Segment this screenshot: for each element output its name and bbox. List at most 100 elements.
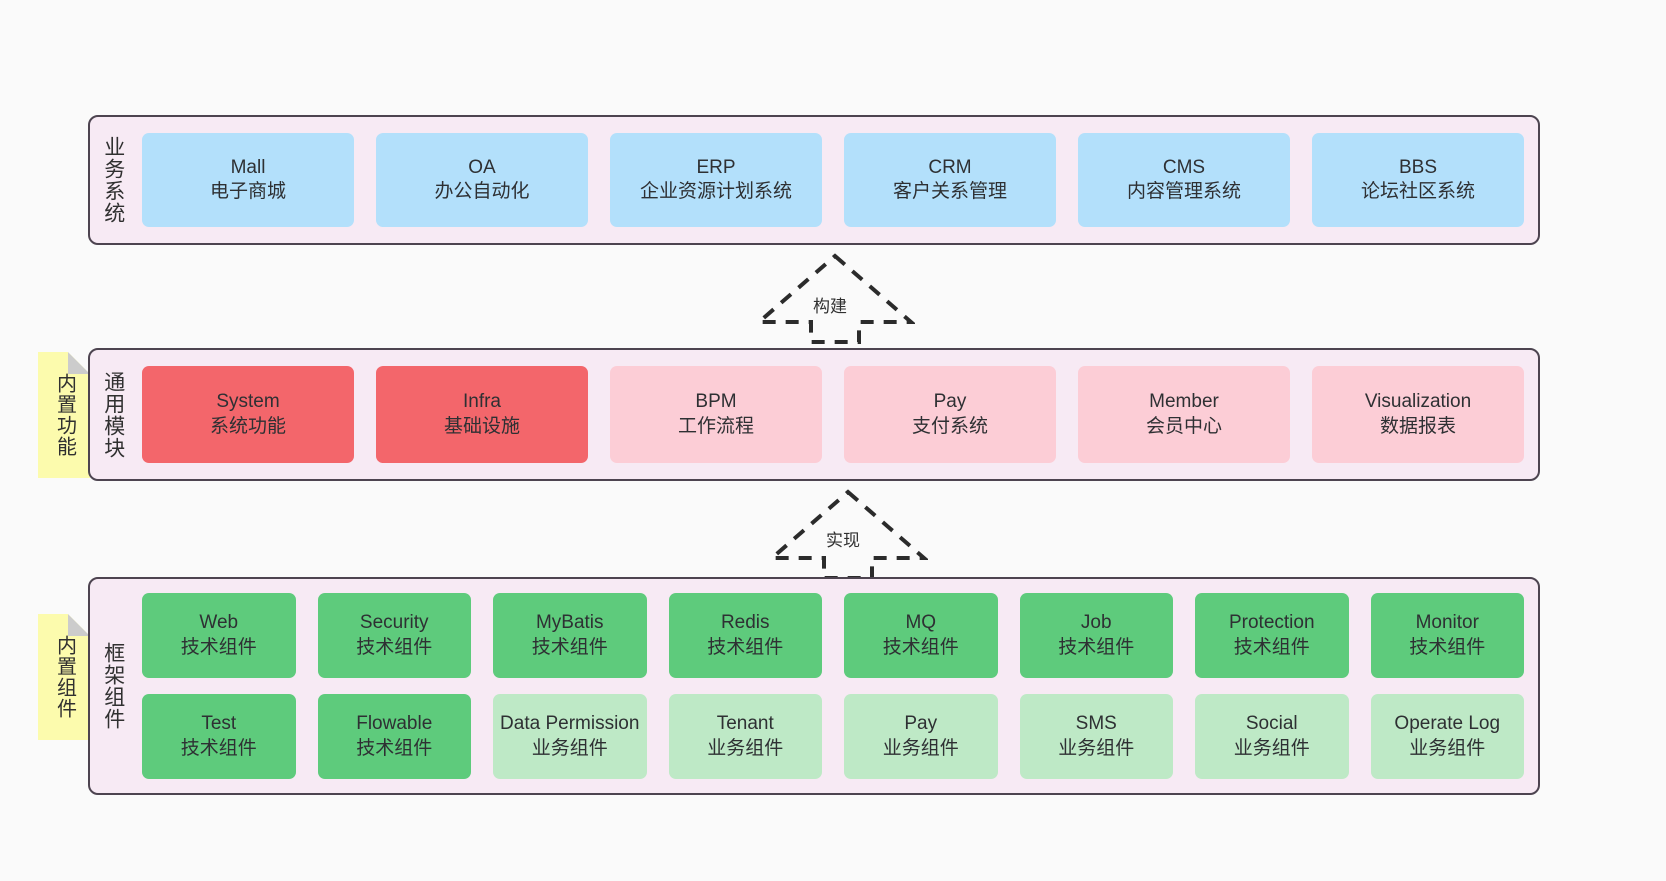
node-system-name: System [216,391,280,413]
node-crm-sub: 客户关系管理 [892,181,1007,202]
node-web-sub: 技术组件 [180,636,257,658]
node-cms-name: CMS [1162,156,1206,178]
connector-build-label: 构建 [813,297,847,316]
layer-business-system: 业务系统 Mall 电子商城 OA 办公自动化 ERP 企业资源计划系统 CRM [88,115,1540,245]
node-bbs[interactable]: BBS 论坛社区系统 [1312,133,1524,227]
node-mybatis[interactable]: MyBatis 技术组件 [493,593,647,678]
node-visualization[interactable]: Visualization 数据报表 [1312,366,1524,463]
node-oa-name: OA [468,156,496,178]
layer-common-module-title: 通用模块 [101,370,125,459]
node-cms-sub: 内容管理系统 [1126,181,1241,202]
node-visualization-name: Visualization [1364,391,1472,413]
node-test-name: Test [201,713,237,735]
note-fold-icon [68,614,90,636]
node-system-sub: 系统功能 [209,415,286,437]
node-test[interactable]: Test 技术组件 [142,694,296,779]
node-redis[interactable]: Redis 技术组件 [668,593,822,678]
layer-common-module-body: System 系统功能 Infra 基础设施 BPM 工作流程 Pay 支付系统… [136,350,1538,479]
common-node-row: System 系统功能 Infra 基础设施 BPM 工作流程 Pay 支付系统… [142,366,1524,463]
node-data-permission[interactable]: Data Permission 业务组件 [493,694,647,779]
node-job[interactable]: Job 技术组件 [1019,593,1173,678]
layer-business-system-body: Mall 电子商城 OA 办公自动化 ERP 企业资源计划系统 CRM 客户关系… [136,117,1538,243]
node-infra[interactable]: Infra 基础设施 [376,366,588,463]
node-tenant[interactable]: Tenant 业务组件 [668,694,822,779]
node-erp[interactable]: ERP 企业资源计划系统 [610,133,822,227]
node-monitor-sub: 技术组件 [1409,636,1486,658]
node-erp-name: ERP [696,156,736,178]
node-pay-module-sub: 支付系统 [911,415,988,437]
node-flowable-sub: 技术组件 [356,737,433,759]
node-operate-log[interactable]: Operate Log 业务组件 [1370,694,1524,779]
note-builtin-component-label: 内置组件 [53,635,76,719]
node-protection[interactable]: Protection 技术组件 [1195,593,1349,678]
node-mq-sub: 技术组件 [882,636,959,658]
node-crm[interactable]: CRM 客户关系管理 [844,133,1056,227]
node-system[interactable]: System 系统功能 [142,366,354,463]
node-mybatis-name: MyBatis [535,612,604,634]
node-security-sub: 技术组件 [356,636,433,658]
node-mall-name: Mall [230,156,266,178]
node-data-permission-name: Data Permission [500,713,640,735]
business-node-row: Mall 电子商城 OA 办公自动化 ERP 企业资源计划系统 CRM 客户关系… [142,133,1524,227]
node-protection-sub: 技术组件 [1233,636,1310,658]
node-erp-sub: 企业资源计划系统 [639,181,792,202]
node-bbs-name: BBS [1398,156,1438,178]
node-mall[interactable]: Mall 电子商城 [142,133,354,227]
note-builtin-function: 内置功能 [38,352,90,478]
node-social-name: Social [1245,713,1298,735]
node-member-name: Member [1149,391,1219,413]
node-job-name: Job [1080,612,1112,634]
node-test-sub: 技术组件 [180,737,257,759]
node-pay-module[interactable]: Pay 支付系统 [844,366,1056,463]
node-data-permission-sub: 业务组件 [531,737,608,759]
note-builtin-component: 内置组件 [38,614,90,740]
node-mq-name: MQ [905,612,937,634]
layer-framework-component-title: 框架组件 [101,642,125,730]
node-cms[interactable]: CMS 内容管理系统 [1078,133,1290,227]
node-pay-component[interactable]: Pay 业务组件 [844,694,998,779]
node-redis-sub: 技术组件 [707,636,784,658]
node-visualization-sub: 数据报表 [1379,415,1456,437]
node-pay-component-name: Pay [904,713,938,735]
node-pay-module-name: Pay [933,391,967,413]
node-web[interactable]: Web 技术组件 [142,593,296,678]
node-mq[interactable]: MQ 技术组件 [844,593,998,678]
node-member[interactable]: Member 会员中心 [1078,366,1290,463]
node-security[interactable]: Security 技术组件 [317,593,471,678]
node-oa[interactable]: OA 办公自动化 [376,133,588,227]
node-flowable-name: Flowable [356,713,433,735]
node-monitor[interactable]: Monitor 技术组件 [1370,593,1524,678]
node-monitor-name: Monitor [1415,612,1479,634]
node-bpm-sub: 工作流程 [677,415,754,437]
connector-implement-label: 实现 [826,531,860,550]
node-tenant-sub: 业务组件 [707,737,784,759]
node-security-name: Security [359,612,429,634]
node-bpm[interactable]: BPM 工作流程 [610,366,822,463]
node-infra-sub: 基础设施 [443,415,520,437]
node-pay-component-sub: 业务组件 [882,737,959,759]
node-bbs-sub: 论坛社区系统 [1360,181,1475,202]
node-crm-name: CRM [928,156,972,178]
node-social-sub: 业务组件 [1233,737,1310,759]
node-redis-name: Redis [720,612,770,634]
node-sms-name: SMS [1075,713,1117,735]
node-flowable[interactable]: Flowable 技术组件 [317,694,471,779]
node-tenant-name: Tenant [716,713,774,735]
node-mybatis-sub: 技术组件 [531,636,608,658]
framework-tech-row: Web 技术组件 Security 技术组件 MyBatis 技术组件 Redi… [142,593,1524,678]
layer-framework-component-body: Web 技术组件 Security 技术组件 MyBatis 技术组件 Redi… [136,579,1538,793]
node-social[interactable]: Social 业务组件 [1195,694,1349,779]
node-job-sub: 技术组件 [1058,636,1135,658]
node-sms[interactable]: SMS 业务组件 [1019,694,1173,779]
node-mall-sub: 电子商城 [209,181,286,202]
layer-common-module: 通用模块 System 系统功能 Infra 基础设施 BPM 工作流程 Pay [88,348,1540,481]
note-builtin-function-label: 内置功能 [53,373,76,457]
node-infra-name: Infra [462,391,502,413]
node-oa-sub: 办公自动化 [434,181,530,202]
node-sms-sub: 业务组件 [1058,737,1135,759]
node-operate-log-sub: 业务组件 [1409,737,1486,759]
node-protection-name: Protection [1228,612,1315,634]
note-fold-icon [68,352,90,374]
node-member-sub: 会员中心 [1145,415,1222,437]
